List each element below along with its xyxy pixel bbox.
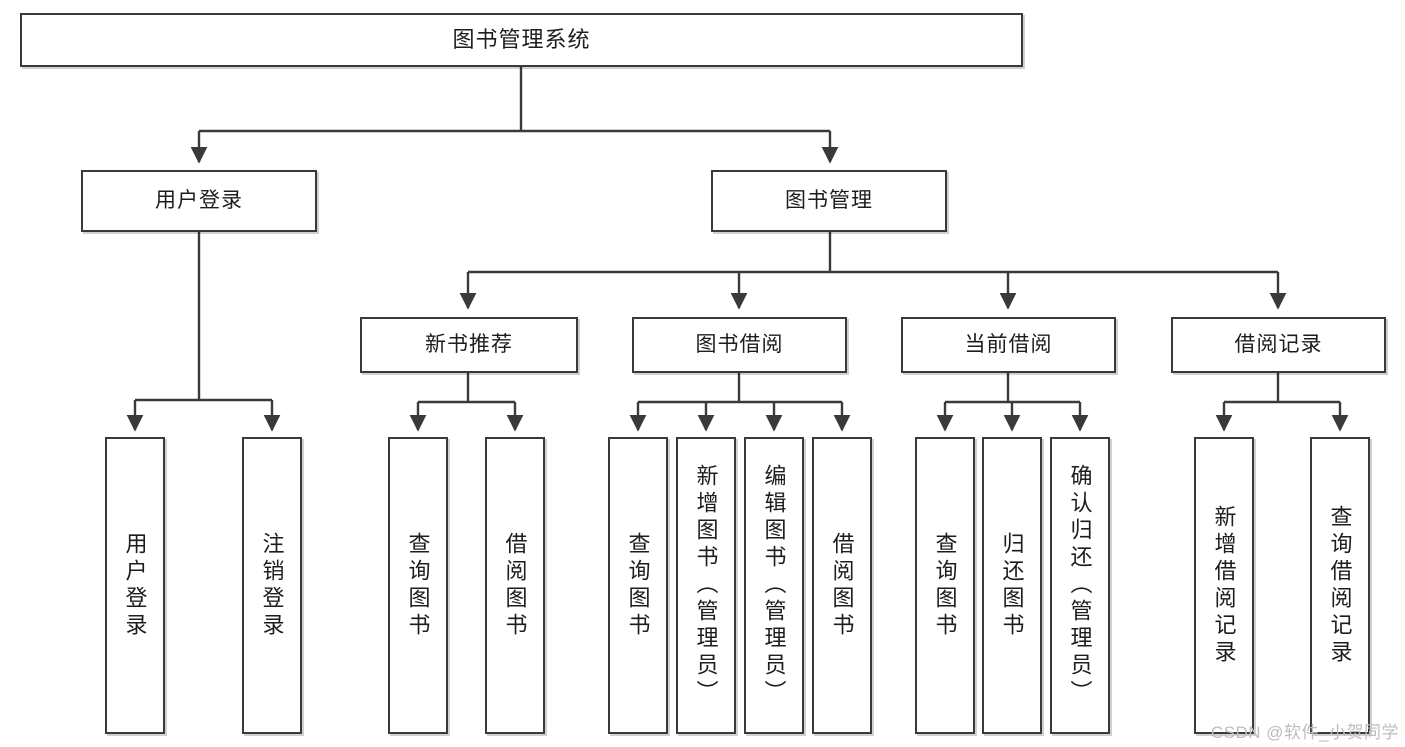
node-leaf-user-logout[interactable]: 注销登录 bbox=[242, 437, 302, 734]
node-book-borrow-label: 图书借阅 bbox=[695, 332, 784, 356]
node-leaf-edit-book-label: 编辑图书（管理员） bbox=[761, 464, 787, 707]
node-leaf-query-book-1[interactable]: 查询图书 bbox=[388, 437, 448, 734]
node-leaf-query-book-2-label: 查询图书 bbox=[625, 531, 651, 640]
node-leaf-query-book-3-label: 查询图书 bbox=[932, 531, 958, 640]
node-leaf-user-login[interactable]: 用户登录 bbox=[105, 437, 165, 734]
node-book-manage-label: 图书管理 bbox=[785, 188, 873, 212]
node-root-label: 图书管理系统 bbox=[452, 27, 591, 53]
node-leaf-borrow-book-1-label: 借阅图书 bbox=[502, 531, 528, 640]
node-leaf-user-logout-label: 注销登录 bbox=[259, 531, 285, 640]
node-leaf-add-book-label: 新增图书（管理员） bbox=[693, 464, 719, 707]
node-book-borrow[interactable]: 图书借阅 bbox=[632, 317, 847, 373]
node-leaf-borrow-book-1[interactable]: 借阅图书 bbox=[485, 437, 545, 734]
node-leaf-query-book-3[interactable]: 查询图书 bbox=[915, 437, 975, 734]
node-current-borrow-label: 当前借阅 bbox=[964, 332, 1053, 356]
node-leaf-query-book-2[interactable]: 查询图书 bbox=[608, 437, 668, 734]
node-borrow-record[interactable]: 借阅记录 bbox=[1171, 317, 1386, 373]
node-leaf-add-record[interactable]: 新增借阅记录 bbox=[1194, 437, 1254, 734]
node-new-book-rec[interactable]: 新书推荐 bbox=[360, 317, 578, 373]
node-leaf-add-book[interactable]: 新增图书（管理员） bbox=[676, 437, 736, 734]
node-new-book-rec-label: 新书推荐 bbox=[425, 332, 513, 356]
node-leaf-edit-book[interactable]: 编辑图书（管理员） bbox=[744, 437, 804, 734]
node-leaf-confirm-return-label: 确认归还（管理员） bbox=[1067, 464, 1093, 707]
watermark: CSDN @软件_小贺同学 bbox=[1210, 723, 1399, 742]
node-book-manage[interactable]: 图书管理 bbox=[711, 170, 947, 232]
node-user-login[interactable]: 用户登录 bbox=[81, 170, 317, 232]
node-current-borrow[interactable]: 当前借阅 bbox=[901, 317, 1116, 373]
node-leaf-query-book-1-label: 查询图书 bbox=[405, 531, 431, 640]
node-leaf-query-record[interactable]: 查询借阅记录 bbox=[1310, 437, 1370, 734]
node-leaf-confirm-return[interactable]: 确认归还（管理员） bbox=[1050, 437, 1110, 734]
node-leaf-return-book[interactable]: 归还图书 bbox=[982, 437, 1042, 734]
node-leaf-borrow-book-2[interactable]: 借阅图书 bbox=[812, 437, 872, 734]
node-leaf-borrow-book-2-label: 借阅图书 bbox=[829, 531, 855, 640]
node-leaf-query-record-label: 查询借阅记录 bbox=[1327, 504, 1353, 667]
node-borrow-record-label: 借阅记录 bbox=[1234, 332, 1323, 356]
node-leaf-return-book-label: 归还图书 bbox=[999, 531, 1025, 640]
node-root[interactable]: 图书管理系统 bbox=[20, 13, 1023, 67]
node-user-login-label: 用户登录 bbox=[155, 188, 243, 212]
node-leaf-user-login-label: 用户登录 bbox=[122, 531, 148, 640]
node-leaf-add-record-label: 新增借阅记录 bbox=[1211, 504, 1237, 667]
